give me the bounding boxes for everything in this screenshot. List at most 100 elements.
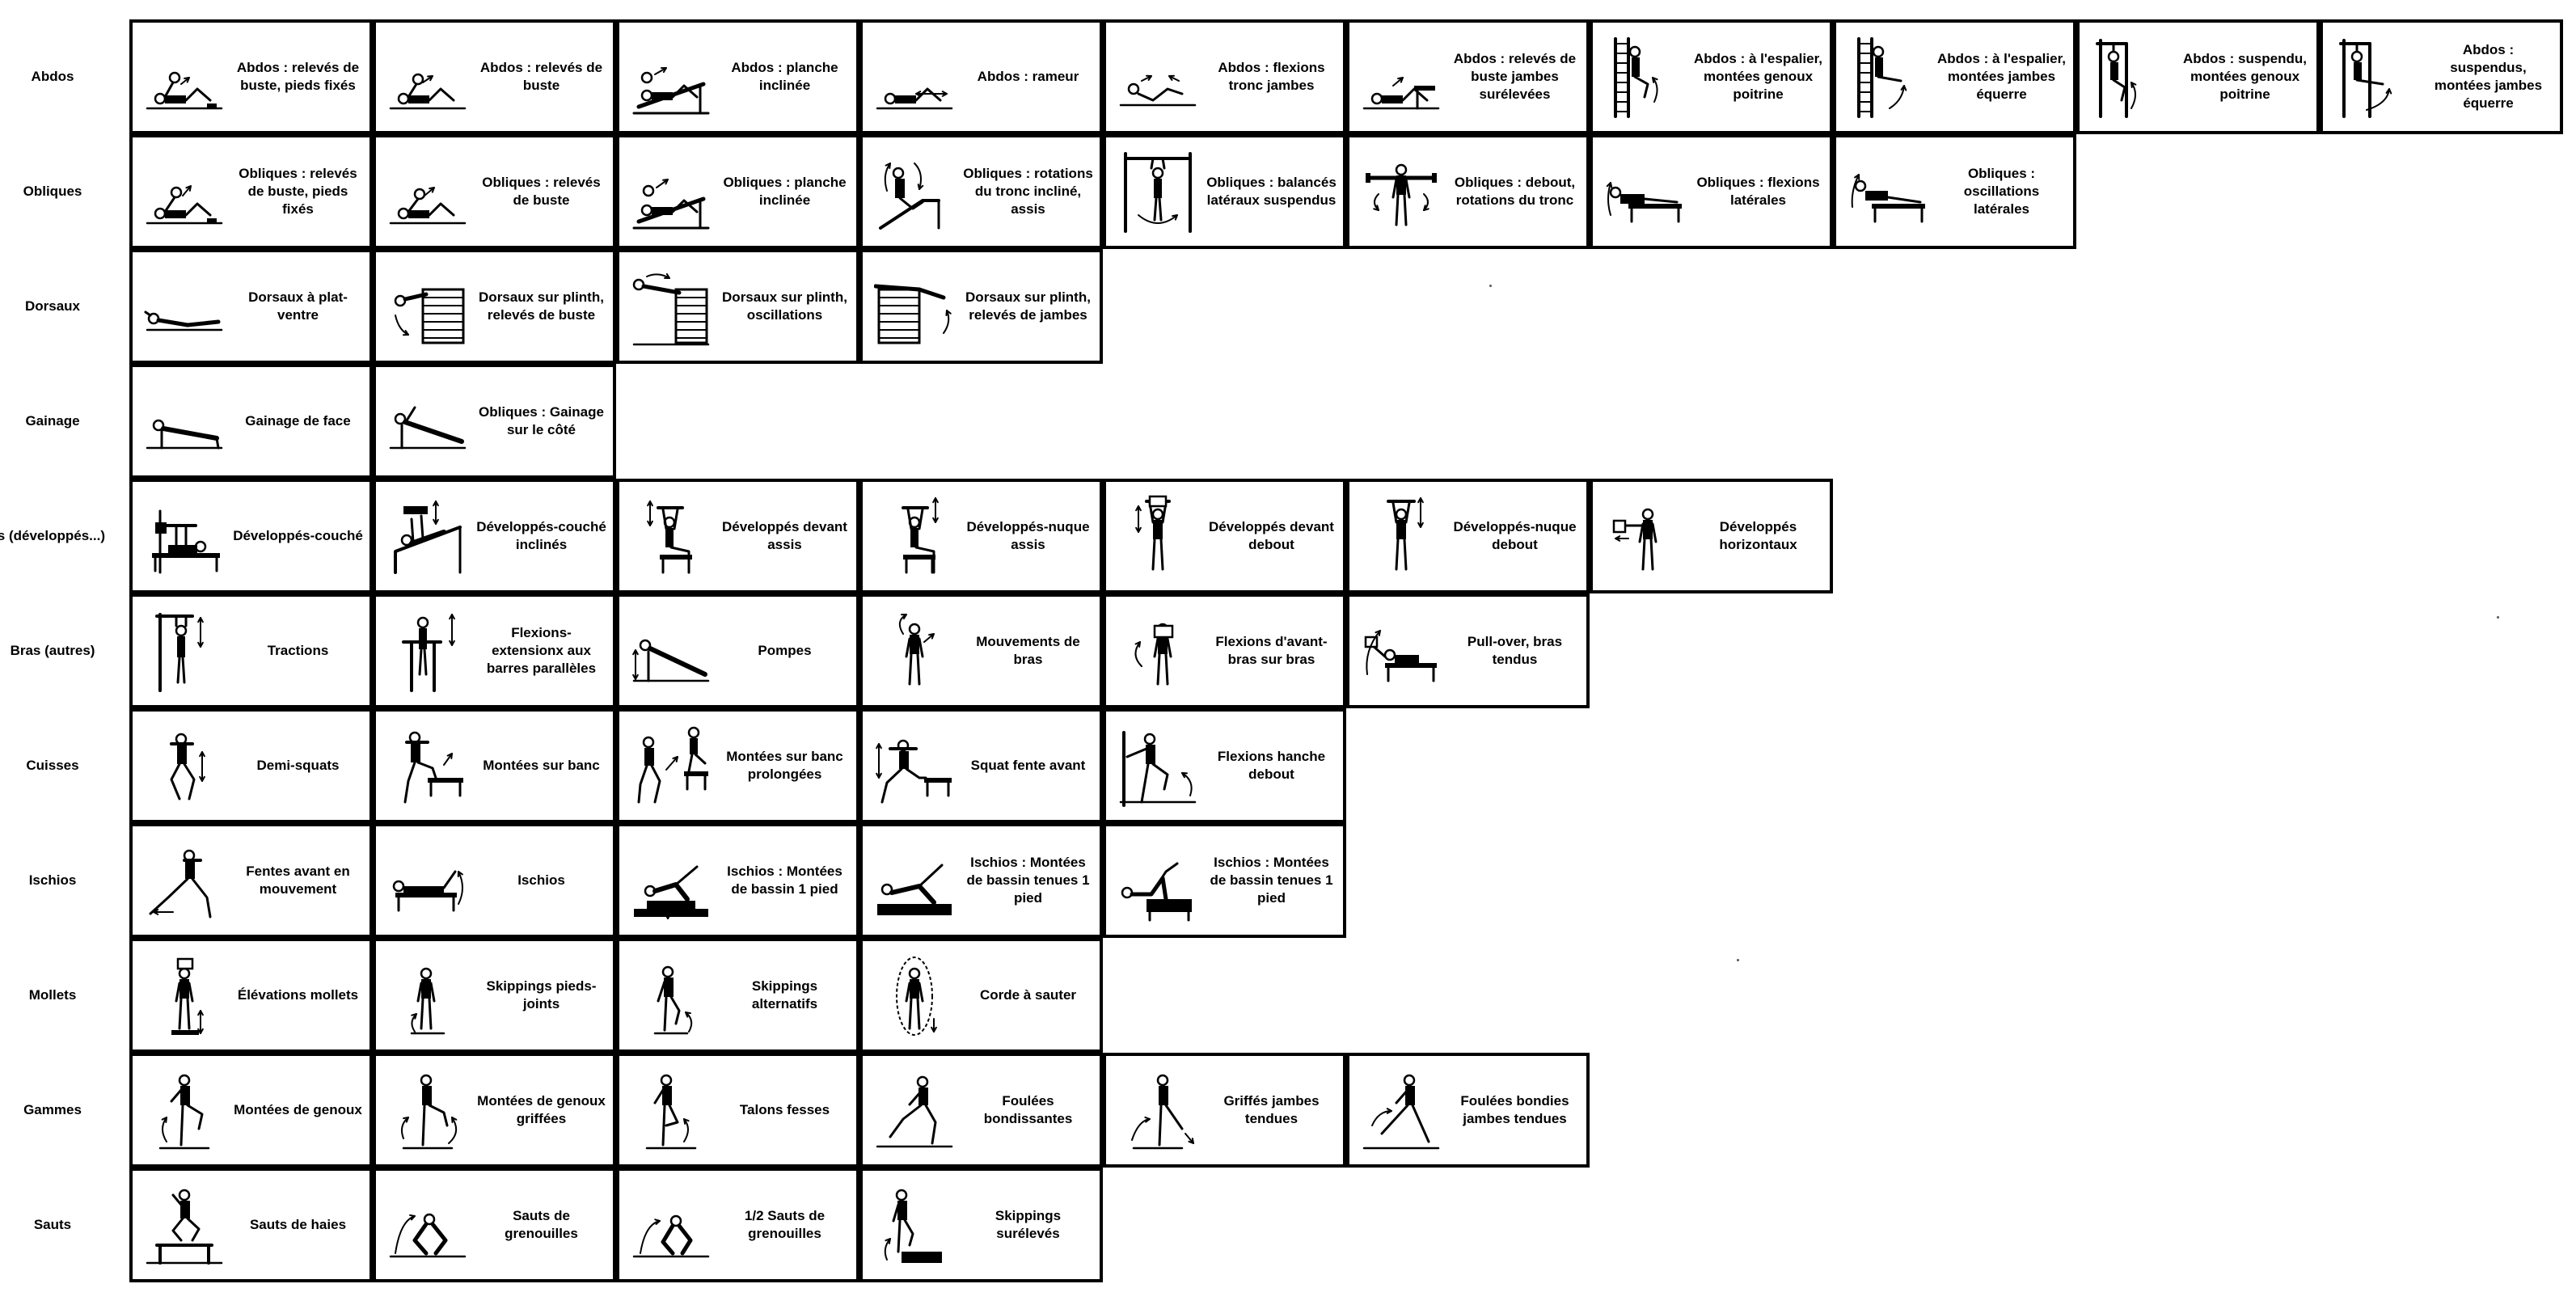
exercise-label: Élévations mollets <box>237 986 359 1003</box>
side-oscillation-bench-icon <box>1851 174 1925 223</box>
alternate-skipping-icon <box>653 965 693 1035</box>
plinth-leg-raise-icon <box>874 284 952 344</box>
exercise-cell: Abdos : rameur <box>859 19 1103 134</box>
row-label: Cuisses <box>26 758 79 773</box>
push-up-icon <box>632 639 710 682</box>
exercise-cell: Obliques : balancés latéraux suspendus <box>1103 134 1346 249</box>
arm-movement-icon <box>898 614 935 686</box>
standing-trunk-rotation-icon <box>1366 163 1437 226</box>
hamstring-curl-icon <box>392 870 463 912</box>
exercise-cell: Pompes <box>616 593 859 708</box>
exercise-label: 1/2 Sauts de grenouilles <box>744 1207 826 1241</box>
exercise-cell: Montées de genoux griffées <box>373 1053 616 1168</box>
exercise-cell: Abdos : à l'espalier, montées jambes équ… <box>1833 19 2076 134</box>
pull-up-icon <box>155 613 204 692</box>
exercise-label: Skippings alternatifs <box>751 978 818 1011</box>
exercise-cell: Abdos : à l'espalier, montées genoux poi… <box>1590 19 1833 134</box>
exercise-label: Obliques : debout, rotations du tronc <box>1454 174 1576 208</box>
bench-press-icon <box>152 509 220 574</box>
scan-speck <box>1489 285 1492 287</box>
crunch-icon <box>389 73 467 110</box>
exercise-label: Dorsaux sur plinth, oscillations <box>722 289 847 323</box>
exercise-label: Abdos : relevés de buste <box>479 59 603 93</box>
row-label: Dorsaux <box>24 298 81 314</box>
row-label: Abdos <box>31 69 74 84</box>
exercise-cell: Dorsaux à plat-ventre <box>129 249 373 364</box>
exercise-cell: Foulées bondissantes <box>859 1053 1103 1168</box>
exercise-cell: Tractions <box>129 593 373 708</box>
exercise-label: Abdos : suspendus, montées jambes équerr… <box>2434 41 2543 112</box>
exercise-cell: Foulées bondies jambes tendues <box>1346 1053 1590 1168</box>
wall-bars-leg-raise-icon <box>1857 37 1907 118</box>
exercise-cell: Flexions hanche debout <box>1103 708 1346 823</box>
incline-board-icon <box>632 67 710 115</box>
wall-bars-knee-raise-icon <box>1614 37 1658 118</box>
exercise-cell: Ischios <box>373 823 616 938</box>
hanging-leg-raise-icon <box>2339 39 2392 118</box>
exercise-cell: Squat fente avant <box>859 708 1103 823</box>
exercise-cell: Développés devant assis <box>616 479 859 593</box>
exercise-cell: Obliques : planche inclinée <box>616 134 859 249</box>
exercise-label: Développés-nuque assis <box>966 518 1090 552</box>
exercise-label: Obliques : relevés de buste, pieds fixés <box>239 165 357 218</box>
exercise-cell: Griffés jambes tendues <box>1103 1053 1346 1168</box>
held-hip-raise-bench-icon <box>1121 862 1192 922</box>
exercise-label: Abdos : relevés de buste, pieds fixés <box>236 59 360 93</box>
exercise-cell: Mouvements de bras <box>859 593 1103 708</box>
row-label: Mollets <box>28 987 77 1003</box>
exercise-cell: Skippings pieds-joints <box>373 938 616 1053</box>
exercise-label: Obliques : relevés de buste <box>482 174 601 208</box>
exercise-label: Montées sur banc <box>483 757 600 773</box>
row-label: Gammes <box>23 1102 82 1117</box>
exercise-label: Ischios : Montées de bassin tenues 1 pie… <box>966 854 1090 906</box>
exercise-label: Abdos : suspendu, montées genoux poitrin… <box>2183 50 2307 103</box>
pull-over-icon <box>1364 630 1437 682</box>
exercise-label: Ischios : Montées de bassin 1 pied <box>727 863 842 897</box>
oblique-crunch-feet-fixed-icon <box>146 185 223 225</box>
front-plank-icon <box>146 419 223 450</box>
scan-speck <box>1737 959 1739 961</box>
exercise-cell: Développés-couché <box>129 479 373 593</box>
exercise-cell: Pull-over, bras tendus <box>1346 593 1590 708</box>
exercise-label: Obliques : oscillations latérales <box>1963 165 2040 218</box>
row-label: Obliques <box>23 184 82 199</box>
rower-icon <box>876 87 953 110</box>
exercise-label: Ischios : Montées de bassin tenues 1 pie… <box>1210 854 1333 906</box>
row-label: Bras (développés...) <box>0 528 105 543</box>
exercise-cell: Sauts de haies <box>129 1168 373 1282</box>
exercise-label: Développés devant debout <box>1209 518 1334 552</box>
exercise-label: Pompes <box>758 642 812 658</box>
exercise-label: Skippings pieds-joints <box>486 978 597 1011</box>
feet-together-skipping-icon <box>410 967 446 1035</box>
exercise-label: Squat fente avant <box>970 757 1086 773</box>
exercise-label: Montées de genoux griffées <box>477 1092 606 1126</box>
exercise-cell: Montées de genoux <box>129 1053 373 1168</box>
exercise-cell: Obliques : relevés de buste <box>373 134 616 249</box>
exercise-label: Développés devant assis <box>722 518 847 552</box>
exercise-cell: Ischios : Montées de bassin tenues 1 pie… <box>1103 823 1346 938</box>
exercise-cell: Fentes avant en mouvement <box>129 823 373 938</box>
exercise-cell: Gainage de face <box>129 364 373 479</box>
exercise-label: Abdos : à l'espalier, montées genoux poi… <box>1694 50 1822 103</box>
exercise-label: Griffés jambes tendues <box>1223 1092 1320 1126</box>
step-up-icon <box>403 731 463 804</box>
single-leg-hip-raise-icon <box>634 865 708 919</box>
exercise-cell: Abdos : suspendu, montées genoux poitrin… <box>2076 19 2320 134</box>
exercise-cell: Montées sur banc prolongées <box>616 708 859 823</box>
extended-step-up-icon <box>637 726 708 804</box>
walking-lunge-icon <box>149 849 212 919</box>
prone-back-extension-icon <box>144 310 223 332</box>
exercise-label: Développés-couché <box>233 527 363 543</box>
exercise-cell: 1/2 Sauts de grenouilles <box>616 1168 859 1282</box>
exercise-cell: Obliques : rotations du tronc incliné, a… <box>859 134 1103 249</box>
crunch-raised-legs-icon <box>1362 77 1440 110</box>
lunge-squat-icon <box>876 739 952 804</box>
straight-leg-bound-icon <box>1362 1074 1440 1150</box>
exercise-label: Gainage de face <box>245 412 351 429</box>
exercise-cell: Talons fesses <box>616 1053 859 1168</box>
exercise-label: Flexions-extensionx aux barres parallèle… <box>486 624 597 677</box>
exercise-label: Sauts de haies <box>249 1216 347 1232</box>
exercise-label: Montées sur banc prolongées <box>726 748 843 782</box>
exercise-label: Développés-nuque debout <box>1453 518 1577 552</box>
held-hip-raise-icon <box>877 864 952 915</box>
